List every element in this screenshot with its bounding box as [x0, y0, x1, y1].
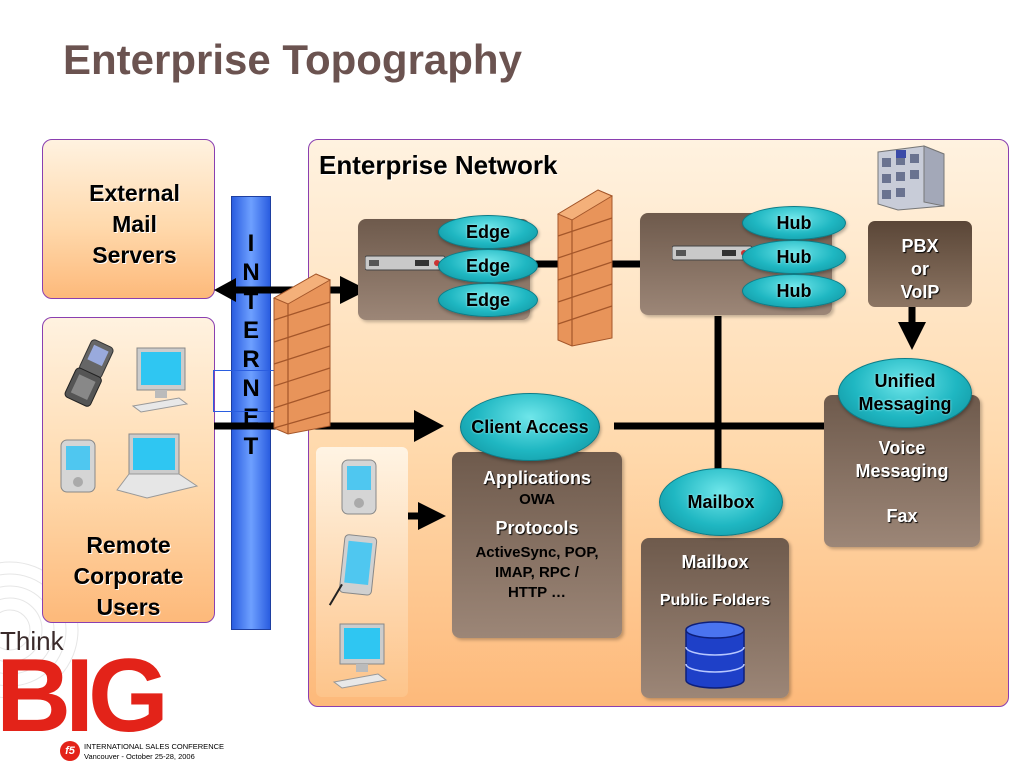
slide-title: Enterprise Topography: [63, 36, 522, 83]
unified-messaging-box: Voice Messaging Fax: [824, 395, 980, 547]
arrow-right-edge: [340, 276, 368, 304]
decorative-arcs: [0, 561, 79, 699]
laptop-icon: [116, 433, 199, 499]
database-icon: [685, 621, 745, 689]
edge-server-2: Edge: [438, 249, 538, 283]
arrow-right-applications: [418, 502, 446, 530]
logo-big-text: BIG: [0, 638, 169, 754]
arrow-down-um: [898, 322, 926, 350]
tablet-pda-icon: [328, 534, 378, 606]
protocol-list: ActiveSync, POP, IMAP, RPC / HTTP …: [475, 544, 599, 601]
desktop-computer-icon: [332, 623, 388, 689]
f5-logo: f5: [60, 741, 80, 761]
conference-info: INTERNATIONAL SALES CONFERENCE Vancouver…: [84, 742, 225, 761]
pda-icon: [341, 459, 377, 515]
edge-server-1: Edge: [438, 215, 538, 249]
pbx-box: PBX or VoIP: [868, 221, 972, 307]
external-mail-servers-label: External Mail Servers: [89, 180, 180, 268]
owa-label: OWA: [519, 491, 555, 508]
hub-server-1: Hub: [742, 206, 846, 240]
hub-server-2: Hub: [742, 240, 846, 274]
pda-icon: [60, 439, 96, 493]
external-mail-servers-panel: External Mail Servers: [42, 139, 215, 299]
hub-server-3: Hub: [742, 274, 846, 308]
firewall-icon-perimeter: [556, 189, 614, 347]
arrow-right-cas: [414, 410, 444, 442]
pbx-label: PBX or VoIP: [900, 236, 940, 302]
mailbox-box-title: Mailbox: [681, 552, 749, 572]
firewall-icon-internet: [272, 273, 332, 435]
enterprise-network-label: Enterprise Network: [319, 150, 558, 180]
applications-label: Applications: [482, 468, 591, 488]
protocols-label: Protocols: [495, 518, 579, 538]
edge-server-3: Edge: [438, 283, 538, 317]
edge-server-appliance-icon: [365, 255, 446, 271]
unified-messaging-server: Unified Messaging: [838, 358, 972, 428]
client-access-server: Client Access: [460, 393, 600, 461]
public-folders-label: Public Folders: [659, 592, 771, 609]
desktop-computer-icon: [131, 347, 189, 413]
voice-messaging-label: Voice Messaging: [855, 438, 949, 481]
mailbox-server: Mailbox: [659, 468, 783, 536]
client-access-box: Applications OWA Protocols ActiveSync, P…: [452, 452, 622, 638]
remote-corporate-users-label: Remote Corporate Users: [73, 532, 184, 620]
logo-think-text: Think: [0, 626, 64, 656]
pbx-building-icon: [877, 145, 945, 211]
internal-client-devices: [328, 459, 388, 689]
mobile-phone-icon: [64, 339, 114, 407]
fax-label: Fax: [886, 506, 918, 526]
arrow-left-external: [214, 278, 236, 302]
remote-devices-icons: [60, 339, 199, 499]
